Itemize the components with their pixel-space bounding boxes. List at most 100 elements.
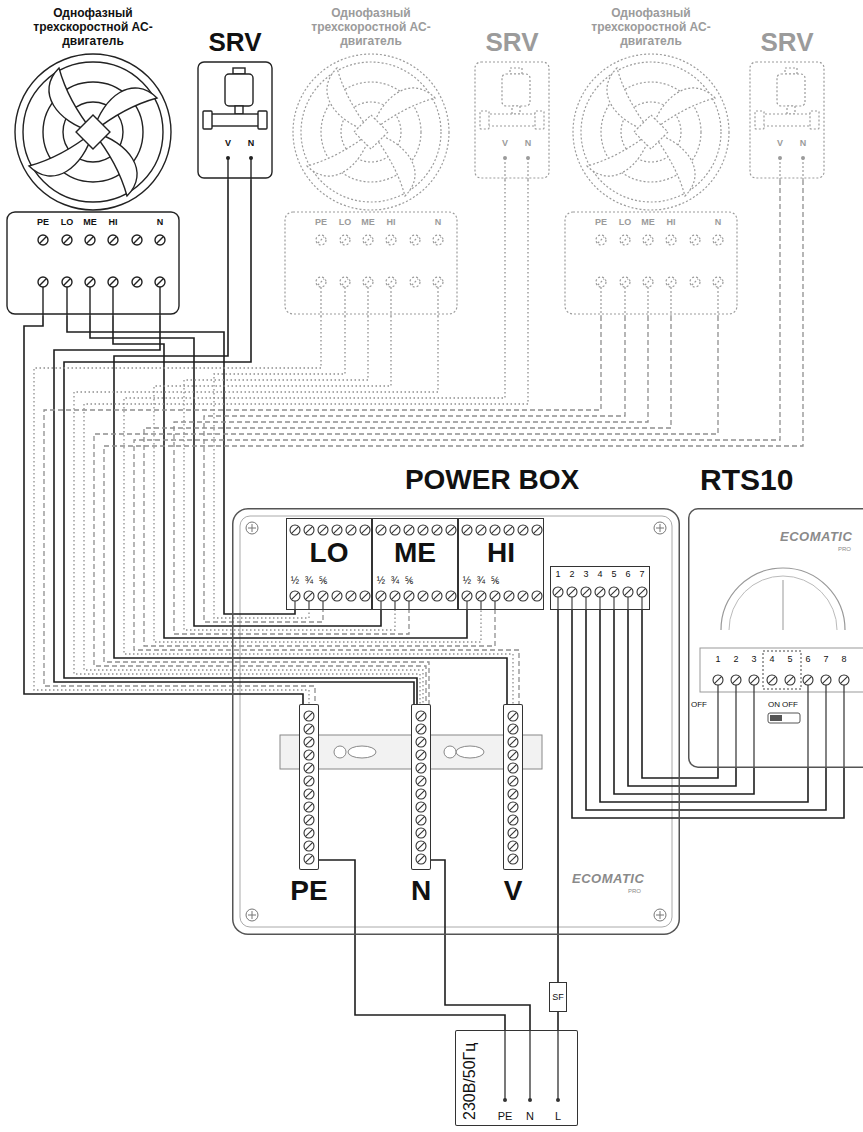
thermostat-detail xyxy=(700,568,863,768)
power-box: POWER BOXECOMATICPROLO½¾⅚ME½¾⅚HI½¾⅚12345… xyxy=(232,508,680,935)
node-label: 6 xyxy=(625,569,630,579)
node-label: V xyxy=(504,876,523,906)
wire xyxy=(557,610,559,982)
node-label: ¾ xyxy=(391,575,399,586)
node-label: N xyxy=(248,138,255,148)
wire xyxy=(557,1012,559,1030)
node-label: V xyxy=(777,138,783,148)
node-label: ME xyxy=(394,538,436,568)
node-label: L xyxy=(555,1110,561,1122)
wire xyxy=(64,180,417,704)
busbar: V xyxy=(503,704,523,870)
node-label: N xyxy=(411,876,431,906)
node-label: ½ xyxy=(291,575,299,586)
wire xyxy=(144,316,671,646)
node-label: 1 xyxy=(715,654,720,664)
node-label: PE xyxy=(315,217,327,227)
node-label: ½ xyxy=(377,575,385,586)
node-label: OFF xyxy=(691,700,707,709)
motor-drawing xyxy=(565,54,737,316)
node-label: 3 xyxy=(751,654,756,664)
terminal-block: HI½¾⅚ xyxy=(458,518,544,610)
node-label: SRV xyxy=(486,28,539,56)
supply-terminal: 230В/50ГцPE N L xyxy=(455,1030,578,1126)
node-label: PE xyxy=(37,217,49,227)
wire xyxy=(204,316,625,622)
wire xyxy=(94,316,718,704)
motor-drawing xyxy=(7,54,179,316)
wire xyxy=(628,610,736,786)
valve-drawing xyxy=(475,62,549,180)
node-label: Однофазный трехскоростной АС-двигатель xyxy=(28,6,158,48)
wire xyxy=(431,860,530,1030)
node-label: Однофазный трехскоростной АС-двигатель xyxy=(586,6,716,48)
wire xyxy=(67,316,295,614)
node-label: 5 xyxy=(787,654,792,664)
node-label: PE xyxy=(290,876,327,906)
wire xyxy=(600,610,808,802)
valve-unit: SRV V N xyxy=(197,28,273,180)
wire xyxy=(84,180,528,704)
valve-drawing xyxy=(750,62,824,180)
node-label: HI xyxy=(487,538,515,568)
wire xyxy=(642,610,718,778)
wire xyxy=(104,180,803,704)
node-label: 5 xyxy=(611,569,616,579)
node-label: 230В/50Гц xyxy=(461,1043,479,1120)
node-label: 2 xyxy=(733,654,738,664)
node-label: N xyxy=(800,138,807,148)
node-label: V xyxy=(225,138,231,148)
terminal-block: 1234567 xyxy=(550,566,650,610)
thermostat: RTS10ECOMATICPRO12345678OFFONOFF xyxy=(688,508,863,768)
node-label: ⅚ xyxy=(319,575,327,586)
node-label: HI xyxy=(109,217,118,227)
node-label: SF xyxy=(552,992,564,1002)
node-label: N xyxy=(525,138,532,148)
node-label: 7 xyxy=(823,654,828,664)
node-label: ECOMATIC xyxy=(572,872,644,886)
node-label: 6 xyxy=(805,654,810,664)
node-label: ME xyxy=(361,217,375,227)
node-label: PE xyxy=(498,1110,513,1122)
node-label: POWER BOX xyxy=(405,464,579,496)
node-label: LO xyxy=(310,538,349,568)
node-label: HI xyxy=(667,217,676,227)
node-label: SRV xyxy=(761,28,814,56)
node-label: OFF xyxy=(782,700,798,709)
node-label: PE xyxy=(595,217,607,227)
valve-drawing xyxy=(198,62,272,180)
node-label: PRO xyxy=(628,888,641,895)
node-label: LO xyxy=(619,217,632,227)
node-label: 8 xyxy=(841,654,846,664)
wire xyxy=(586,610,826,810)
node-label: LO xyxy=(61,217,74,227)
motor-unit: Однофазный трехскоростной АС-двигательPE… xyxy=(5,4,181,316)
node-label: ME xyxy=(641,217,655,227)
wire xyxy=(114,180,507,704)
wire xyxy=(174,316,648,634)
valve-unit: SRV V N xyxy=(474,28,550,180)
supply-detail xyxy=(503,1030,560,1102)
node-label: N xyxy=(526,1110,534,1122)
wire xyxy=(134,180,780,704)
node-label: ¾ xyxy=(305,575,313,586)
busbar: PE xyxy=(299,704,319,870)
node-label: 4 xyxy=(769,654,774,664)
node-label: ⅚ xyxy=(491,575,499,586)
motor-unit: Однофазный трехскоростной АС-двигательPE… xyxy=(563,4,739,316)
node-label: SRV xyxy=(209,28,262,56)
motor-drawing xyxy=(285,54,457,316)
busbar: N xyxy=(411,704,431,870)
wire xyxy=(214,316,345,618)
node-label: N xyxy=(435,217,442,227)
node-label: 7 xyxy=(639,569,644,579)
node-label: N xyxy=(157,217,164,227)
node-label: Однофазный трехскоростной АС-двигатель xyxy=(306,6,436,48)
node-label: PRO xyxy=(838,546,851,553)
wire xyxy=(572,610,844,818)
wire xyxy=(614,610,754,794)
node-label: V xyxy=(502,138,508,148)
node-label: N xyxy=(715,217,722,227)
node-label: ½ xyxy=(463,575,471,586)
